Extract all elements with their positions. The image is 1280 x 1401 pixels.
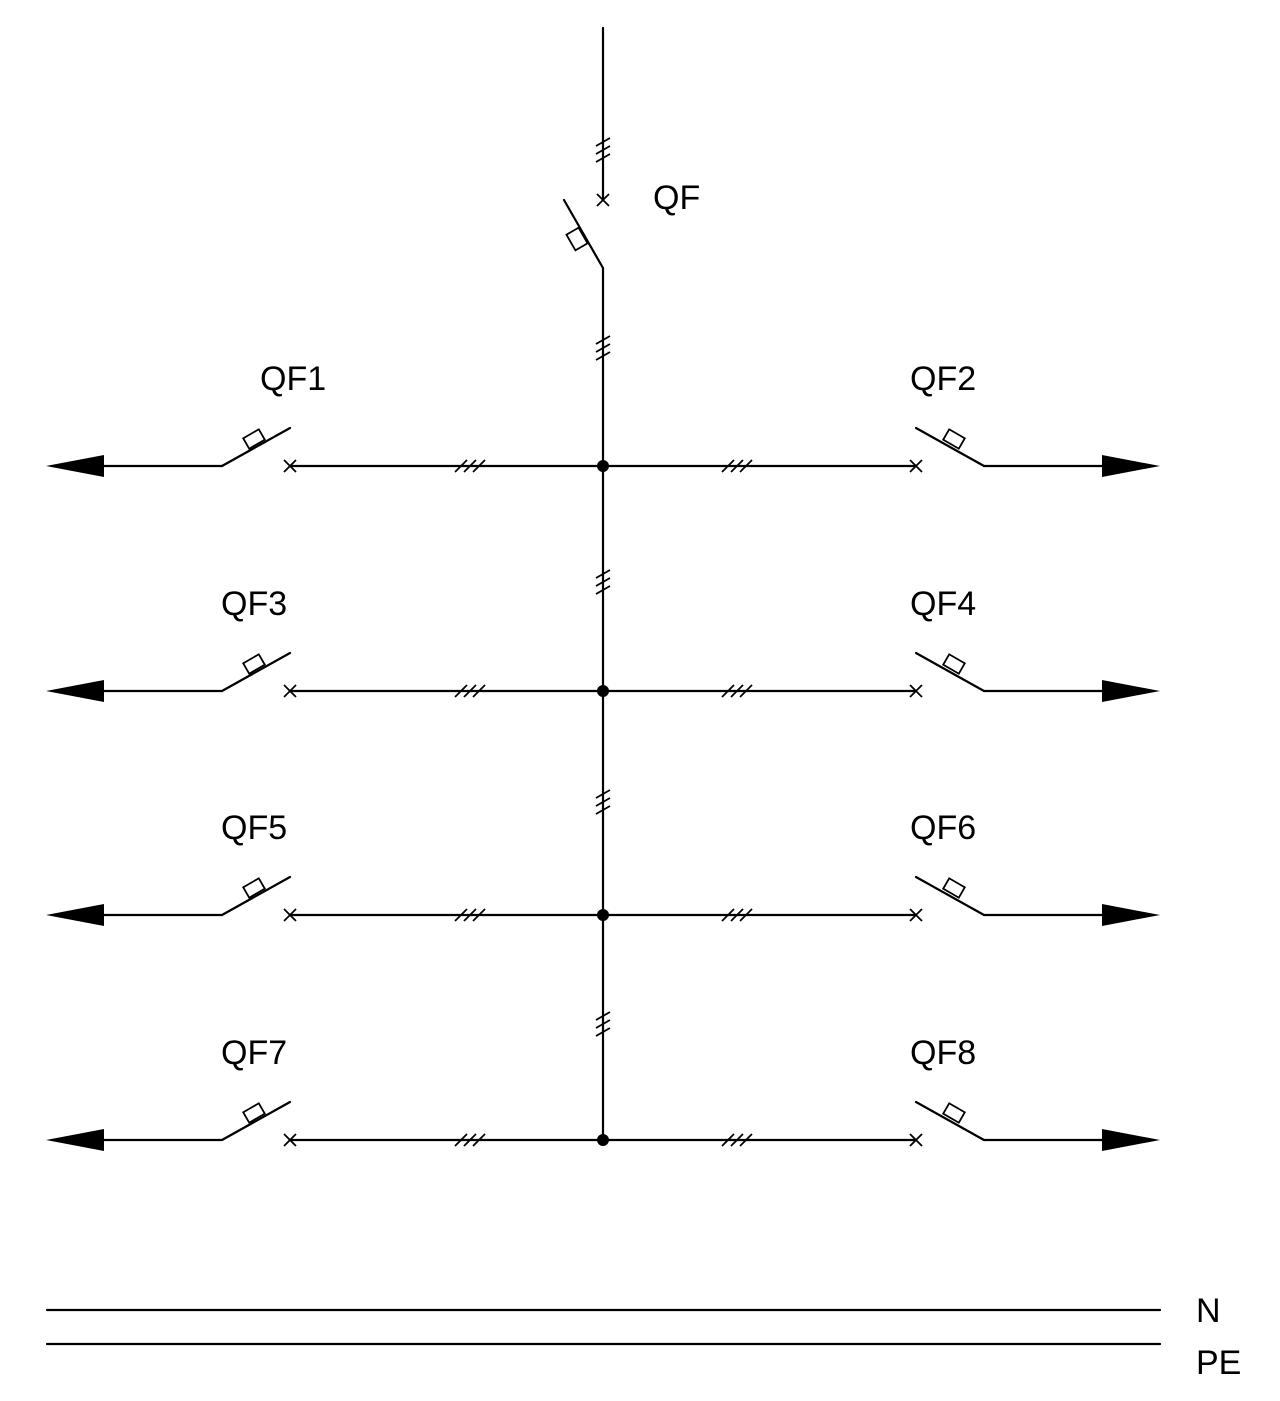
protective-earth-bus-label: PE [1196, 1344, 1241, 1382]
neutral-bus-label: N [1196, 1292, 1221, 1330]
three-phase-mark [721, 1133, 753, 1147]
feeder-label: QF3 [221, 585, 287, 623]
feeder-row: QF3 QF4 [46, 585, 1160, 702]
three-phase-mark-bus-3 [595, 789, 611, 815]
feeder-row: QF5 QF6 [46, 809, 1160, 926]
protective-earth-bus: PE [45, 1342, 1241, 1382]
feeder-label: QF2 [910, 360, 976, 398]
breaker-blade [914, 1100, 986, 1142]
outgoing-arrow-icon [1102, 904, 1160, 926]
main-incoming-line [595, 26, 611, 207]
breaker-blade [914, 426, 986, 468]
feeder-row: QF1 QF2 [46, 360, 1160, 477]
main-breaker: QF [562, 179, 700, 270]
breaker-blade [914, 651, 986, 693]
feeder-label: QF5 [221, 809, 287, 847]
three-phase-mark-incoming [595, 137, 611, 163]
feeder-qf7: QF7 [46, 1034, 605, 1151]
main-breaker-label: QF [653, 179, 700, 217]
feeder-qf1: QF1 [46, 360, 605, 477]
three-phase-mark-bus-1 [595, 335, 611, 361]
outgoing-arrow-icon [46, 904, 104, 926]
breaker-blade [914, 875, 986, 917]
feeder-label: QF1 [260, 360, 326, 398]
outgoing-arrow-icon [1102, 680, 1160, 702]
outgoing-arrow-icon [46, 680, 104, 702]
three-phase-mark [454, 459, 486, 473]
feeder-label: QF4 [910, 585, 976, 623]
outgoing-arrow-icon [1102, 455, 1160, 477]
feeder-qf8: QF8 [601, 1034, 1160, 1151]
feeder-label: QF6 [910, 809, 976, 847]
breaker-contact-cross [596, 193, 610, 207]
breaker-blade [220, 1100, 292, 1142]
feeder-qf5: QF5 [46, 809, 605, 926]
three-phase-mark-bus-4 [595, 1011, 611, 1037]
neutral-bus: N [45, 1292, 1221, 1330]
feeder-qf6: QF6 [601, 809, 1160, 926]
feeder-qf3: QF3 [46, 585, 605, 702]
three-phase-mark-bus-2 [595, 569, 611, 595]
three-phase-mark [454, 1133, 486, 1147]
outgoing-arrow-icon [46, 1129, 104, 1151]
breaker-blade [220, 875, 292, 917]
three-phase-mark [721, 684, 753, 698]
breaker-blade [220, 426, 292, 468]
outgoing-arrow-icon [46, 455, 104, 477]
feeder-label: QF7 [221, 1034, 287, 1072]
feeder-row: QF7 QF8 [46, 1034, 1160, 1151]
feeder-qf2: QF2 [601, 360, 1160, 477]
three-phase-mark [721, 908, 753, 922]
outgoing-arrow-icon [1102, 1129, 1160, 1151]
three-phase-mark [454, 908, 486, 922]
feeder-label: QF8 [910, 1034, 976, 1072]
three-phase-mark [721, 459, 753, 473]
breaker-blade [220, 651, 292, 693]
feeder-qf4: QF4 [601, 585, 1160, 702]
vertical-bus [595, 266, 611, 1142]
three-phase-mark [454, 684, 486, 698]
